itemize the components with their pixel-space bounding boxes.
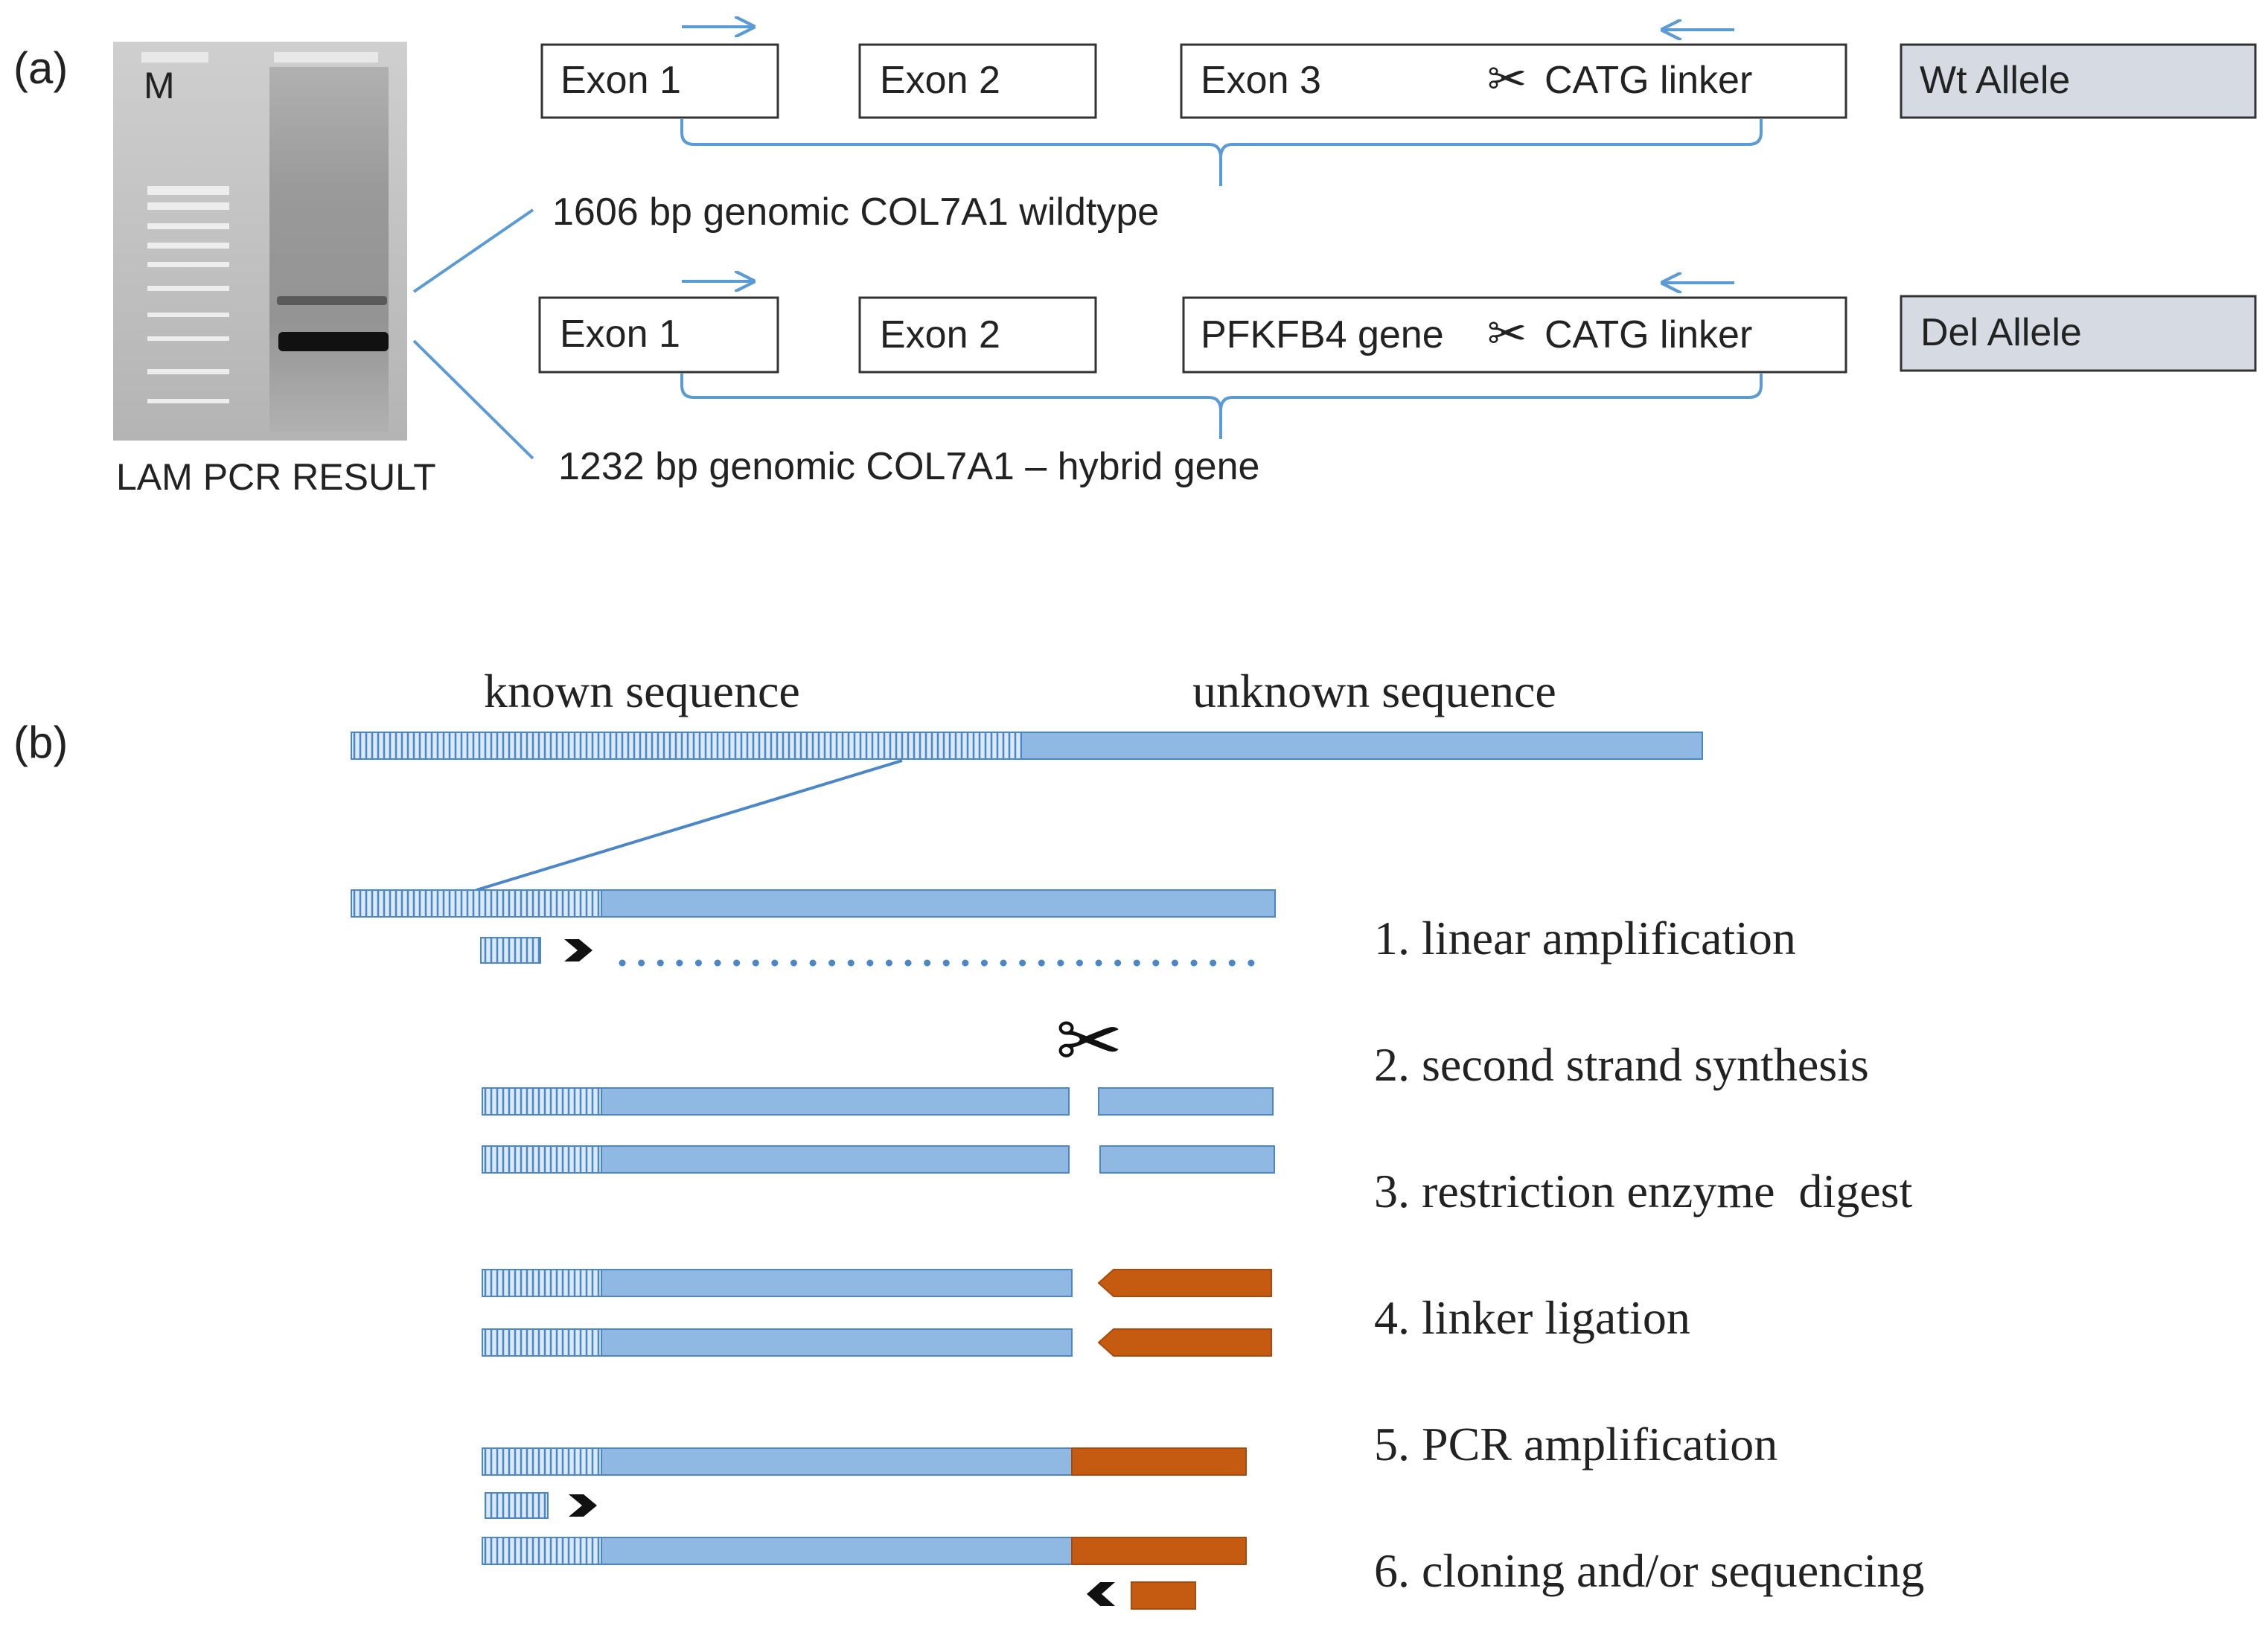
step-2-duplex-strand — [482, 1087, 1274, 1116]
hybrid-size-label: 1232 bp genomic COL7A1 – hybrid gene — [558, 445, 1259, 488]
leader-line-wildtype — [412, 208, 534, 293]
step-1-template — [351, 889, 1276, 918]
scissors-icon: ✂ — [1487, 52, 1527, 106]
step-6-label: 6. cloning and/or sequencing — [1374, 1544, 1924, 1597]
exon-2-label: Exon 2 — [880, 313, 1000, 356]
gel-band-hybrid — [278, 332, 389, 351]
catg-linker-label: CATG linker — [1545, 313, 1752, 356]
exon-2-box — [858, 296, 1097, 374]
scissors-icon: ✂ — [1487, 307, 1527, 360]
step-4-linker-bottom — [1097, 1328, 1272, 1357]
gel-marker-label: M — [144, 65, 175, 106]
known-sequence-label: known sequence — [484, 665, 800, 717]
pfkfb4-linker-box — [1182, 296, 1847, 374]
step-6-primer-chevron-icon — [1087, 1582, 1115, 1606]
gel-sample-lane — [269, 67, 389, 432]
gel-image — [113, 42, 407, 441]
step-2-label: 2. second strand synthesis — [1374, 1038, 1869, 1091]
zoom-line — [476, 759, 903, 892]
exon-2-box — [858, 43, 1097, 119]
exon-3-linker-box — [1180, 43, 1847, 119]
gel-band-wildtype — [277, 296, 387, 305]
step-1-primer-chevron-icon — [564, 939, 592, 961]
step-4-strand-bottom — [482, 1328, 1073, 1357]
wt-allele-box — [1900, 43, 2257, 119]
step-4-label: 4. linker ligation — [1374, 1291, 1690, 1344]
genomic-fragment — [351, 732, 1703, 760]
step-3-digested-strand — [482, 1145, 1275, 1174]
wildtype-row: Exon 1 Exon 2 Exon 3 ✂ CATG linker Wt Al… — [540, 27, 2257, 234]
amplicon-brace-hybrid — [680, 374, 1763, 439]
unknown-sequence-label: unknown sequence — [1192, 665, 1556, 717]
gel-ladder-bands — [147, 186, 229, 403]
deletion-row: Exon 1 Exon 2 PFKFB4 gene ✂ CATG linker … — [538, 281, 2257, 488]
step-4-strand-top — [482, 1269, 1073, 1297]
step-3-label: 3. restriction enzyme digest — [1374, 1165, 1913, 1217]
step-5-primer — [485, 1492, 549, 1519]
step-5-primer-chevron-icon — [569, 1494, 597, 1517]
del-allele-box — [1900, 295, 2257, 372]
amplicon-brace-wildtype — [680, 119, 1763, 186]
exon-1-box — [538, 296, 779, 374]
leader-line-hybrid — [412, 339, 534, 460]
step-4-linker-top — [1097, 1269, 1272, 1297]
exon-1-box — [540, 43, 779, 119]
del-allele-label: Del Allele — [1920, 311, 2082, 354]
scissors-icon: ✂ — [1055, 996, 1123, 1086]
catg-linker-label: CATG linker — [1545, 59, 1752, 102]
exon-3-label: Exon 3 — [1201, 59, 1321, 102]
gel-caption: LAM PCR RESULT — [116, 456, 436, 498]
exon-1-label: Exon 1 — [560, 313, 680, 356]
panel-a-label: (a) — [13, 43, 68, 93]
wildtype-size-label: 1606 bp genomic COL7A1 wildtype — [552, 191, 1159, 234]
step-5-product — [482, 1447, 1247, 1476]
exon-2-label: Exon 2 — [880, 59, 1000, 102]
step-1-primer — [480, 937, 541, 964]
wt-allele-label: Wt Allele — [1920, 59, 2070, 102]
panel-b-label: (b) — [13, 717, 68, 767]
step-6-product — [482, 1537, 1247, 1565]
step-6-linker-primer — [1131, 1581, 1196, 1610]
exon-1-label: Exon 1 — [560, 59, 681, 102]
step-1-label: 1. linear amplification — [1374, 912, 1796, 964]
step-list: 1. linear amplification 2. second strand… — [1374, 912, 1924, 1597]
pfkfb4-gene-label: PFKFB4 gene — [1201, 313, 1444, 356]
step-5-label: 5. PCR amplification — [1374, 1418, 1777, 1471]
